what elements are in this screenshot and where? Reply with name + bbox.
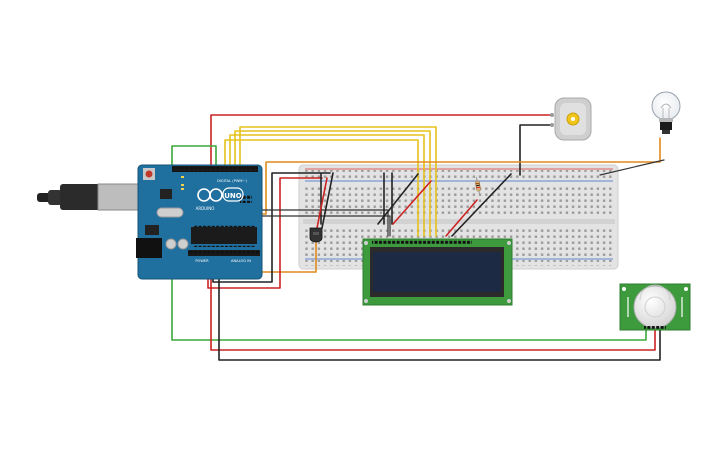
board-label: ARDUINO (196, 206, 215, 211)
jumper-red-2 (445, 199, 478, 237)
wires (171, 114, 665, 361)
jumper-red-3 (316, 177, 328, 229)
jumper-black-6 (321, 172, 334, 229)
dc-motor (550, 97, 592, 141)
wire-yellow-3 (234, 130, 431, 237)
wire-red-pir (210, 254, 656, 351)
jumper-black-4 (451, 173, 512, 237)
wire-black-motor (519, 124, 553, 176)
wire-orange-bulb (261, 137, 661, 215)
digital-label: DIGITAL (PWM~) (217, 179, 247, 183)
temperature-sensor (309, 227, 323, 243)
wire-yellow-2 (229, 134, 425, 237)
brand-label: UNO (224, 192, 242, 200)
lcd-display (362, 238, 513, 306)
power-label: POWER (195, 259, 209, 263)
light-bulb (651, 91, 681, 134)
pir-sensor (619, 283, 691, 331)
resistor (475, 177, 481, 195)
wire-yellow-1 (224, 139, 419, 237)
arduino-uno: UNO ARDUINO DIGITAL (PWM~) POWER ANALOG … (37, 164, 263, 280)
wire-yellow-4 (239, 126, 437, 237)
wire-red-motor (210, 114, 553, 169)
arduino-logo (197, 187, 244, 202)
jumper-red-1 (392, 180, 432, 225)
jumper-black-3 (377, 173, 419, 225)
wire-black-pir (218, 254, 661, 361)
wire-board-bb-2 (199, 215, 391, 237)
analog-label: ANALOG IN (231, 259, 251, 263)
usb-cable (37, 183, 141, 211)
